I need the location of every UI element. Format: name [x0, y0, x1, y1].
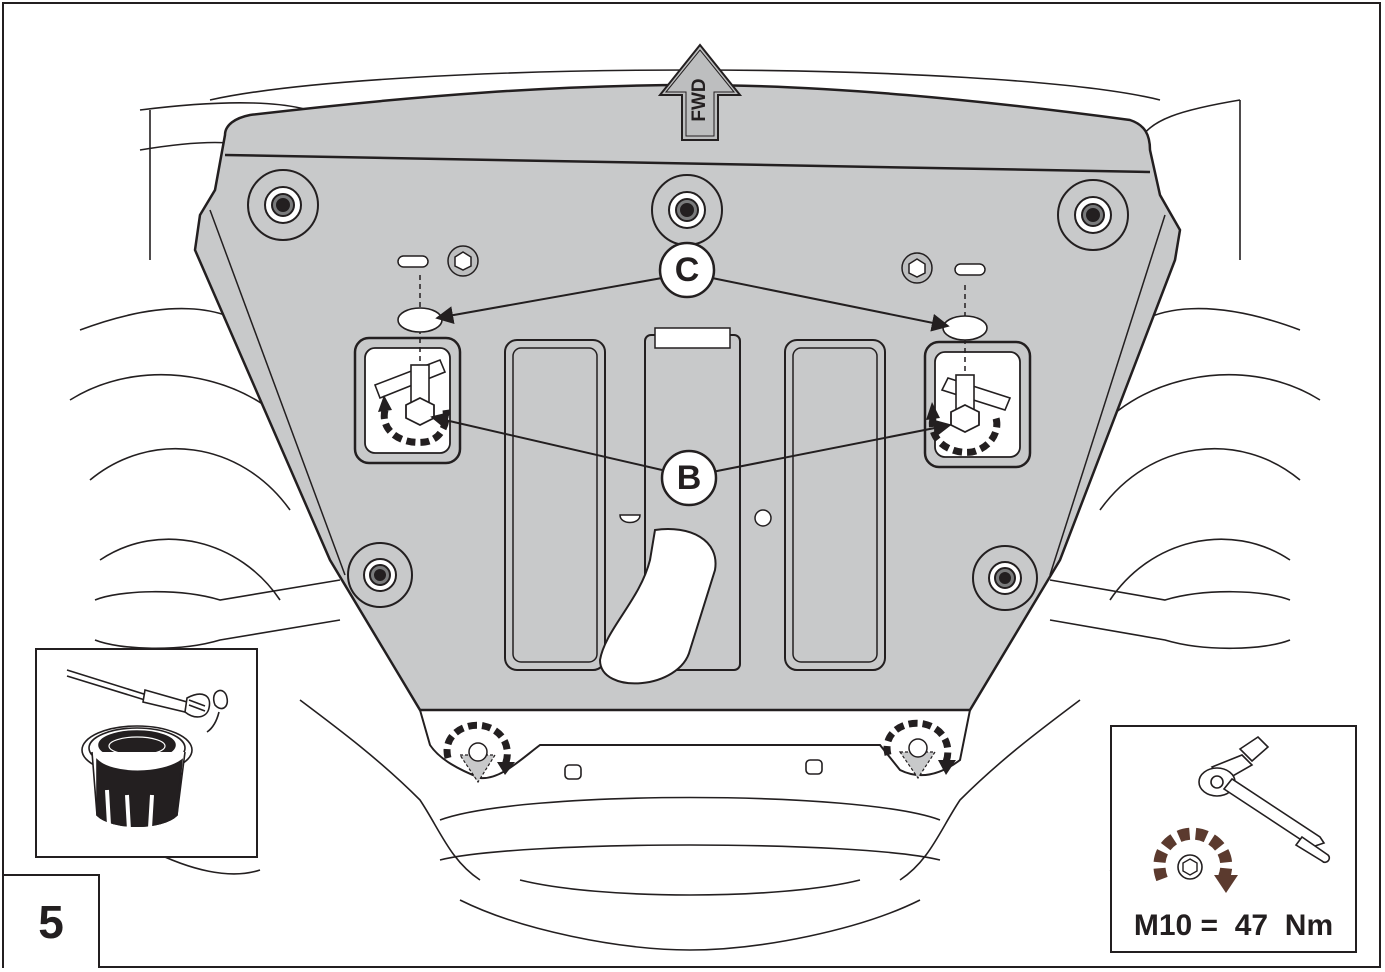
- callout-leaders: [430, 277, 952, 473]
- ratchet-wrench-icon: [1153, 735, 1331, 893]
- washer-left: [397, 307, 443, 333]
- lower-bolt-left: [443, 721, 515, 784]
- lower-bolts: [443, 719, 956, 784]
- vehicle-underbody-lines: [69, 69, 1321, 951]
- step-number: 5: [38, 896, 64, 948]
- mounting-grommets: [247, 169, 1129, 611]
- paint-brush-can-icon: [66, 669, 229, 831]
- callout-c-label: C: [675, 251, 700, 289]
- tighten-clockwise-icon: [1153, 827, 1238, 893]
- skid-plate: [193, 83, 1182, 712]
- callout-b: B: [660, 449, 718, 507]
- step-number-box: 5: [4, 874, 100, 968]
- lower-bolt-right: [883, 719, 956, 780]
- callout-c: C: [658, 241, 716, 299]
- paint-inset: [35, 648, 258, 858]
- grommet-top-center: [651, 174, 723, 246]
- crossmember: [418, 709, 972, 780]
- grommet-top-left: [247, 169, 319, 241]
- grommet-top-right: [1057, 179, 1129, 251]
- torque-inset: M10 = 47 Nm: [1110, 725, 1357, 953]
- left-bolt-pocket: [353, 275, 462, 465]
- callout-b-label: B: [677, 459, 702, 497]
- washer-right: [942, 315, 988, 341]
- grommet-bottom-left: [347, 542, 413, 608]
- torque-spec-label: M10 = 47 Nm: [1133, 909, 1334, 942]
- fwd-label: FWD: [689, 78, 710, 121]
- grommet-bottom-right: [972, 545, 1038, 611]
- forward-arrow: FWD: [657, 43, 743, 141]
